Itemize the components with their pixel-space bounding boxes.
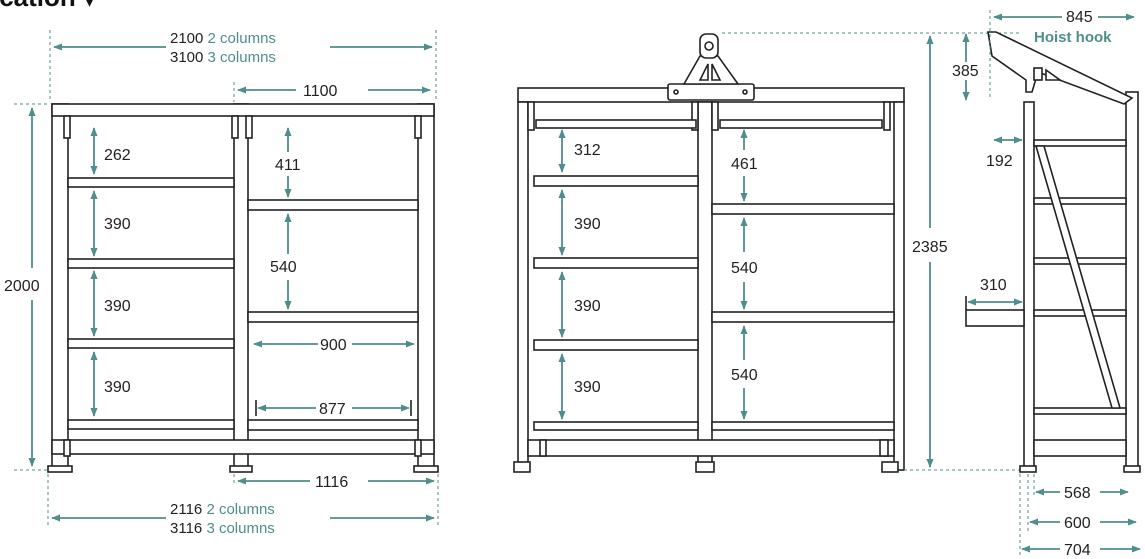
front-inner-width: 900 <box>320 337 347 354</box>
hoist-left-spacing-2: 390 <box>574 216 601 233</box>
hoist-right-spacings: 461 540 540 <box>731 129 758 420</box>
section-title: ication ▾ <box>0 0 97 12</box>
hoist-left-spacings: 312 390 390 390 <box>558 129 601 420</box>
side-depth-704: 704 <box>1064 542 1091 559</box>
front-right-spacing-2: 540 <box>270 259 297 276</box>
hoist-total-height: 2385 <box>912 239 948 256</box>
front-column-outer-width: 1116 <box>315 474 348 491</box>
side-hook-height: 385 <box>952 63 979 80</box>
hoist-hook-arm-icon <box>987 31 1134 105</box>
side-shelf-extension: 310 <box>980 277 1007 294</box>
hoist-left-spacing-1: 312 <box>574 142 601 159</box>
hoist-right-spacing-1: 461 <box>731 156 758 173</box>
front-right-spacings: 411 540 <box>270 127 301 310</box>
front-inner-width-2: 877 <box>319 401 346 418</box>
front-overall-width-top: 2100 2 columns <box>170 30 276 47</box>
front-left-spacings: 262 390 390 390 <box>90 127 131 417</box>
front-left-spacing-4: 390 <box>104 379 131 396</box>
hoist-view-rack <box>513 87 905 473</box>
side-depth-600: 600 <box>1064 515 1091 532</box>
front-height: 2000 <box>4 278 40 295</box>
hoist-bracket-icon <box>667 33 755 101</box>
front-left-spacing-1: 262 <box>104 147 131 164</box>
hoist-left-spacing-4: 390 <box>574 379 601 396</box>
side-hook-reach: 845 <box>1066 9 1093 26</box>
side-hook-label: Hoist hook <box>1034 29 1112 46</box>
hoist-right-spacing-2: 540 <box>731 260 758 277</box>
side-depth-568: 568 <box>1064 485 1091 502</box>
front-left-spacing-3: 390 <box>104 298 131 315</box>
front-right-spacing-1: 411 <box>275 157 301 174</box>
front-overall-width-bottom: 2116 2 columns <box>170 501 275 518</box>
front-overall-width-top-3col: 3100 3 columns <box>170 49 276 66</box>
front-overall-width-bottom-3col: 3116 3 columns <box>170 520 275 537</box>
hoist-left-spacing-3: 390 <box>574 298 601 315</box>
front-column-width: 1100 <box>303 83 338 100</box>
front-left-spacing-2: 390 <box>104 216 131 233</box>
side-hook-offset: 192 <box>986 153 1013 170</box>
front-view-rack <box>47 103 439 473</box>
side-view-rack <box>965 91 1141 473</box>
hoist-right-spacing-3: 540 <box>731 367 758 384</box>
